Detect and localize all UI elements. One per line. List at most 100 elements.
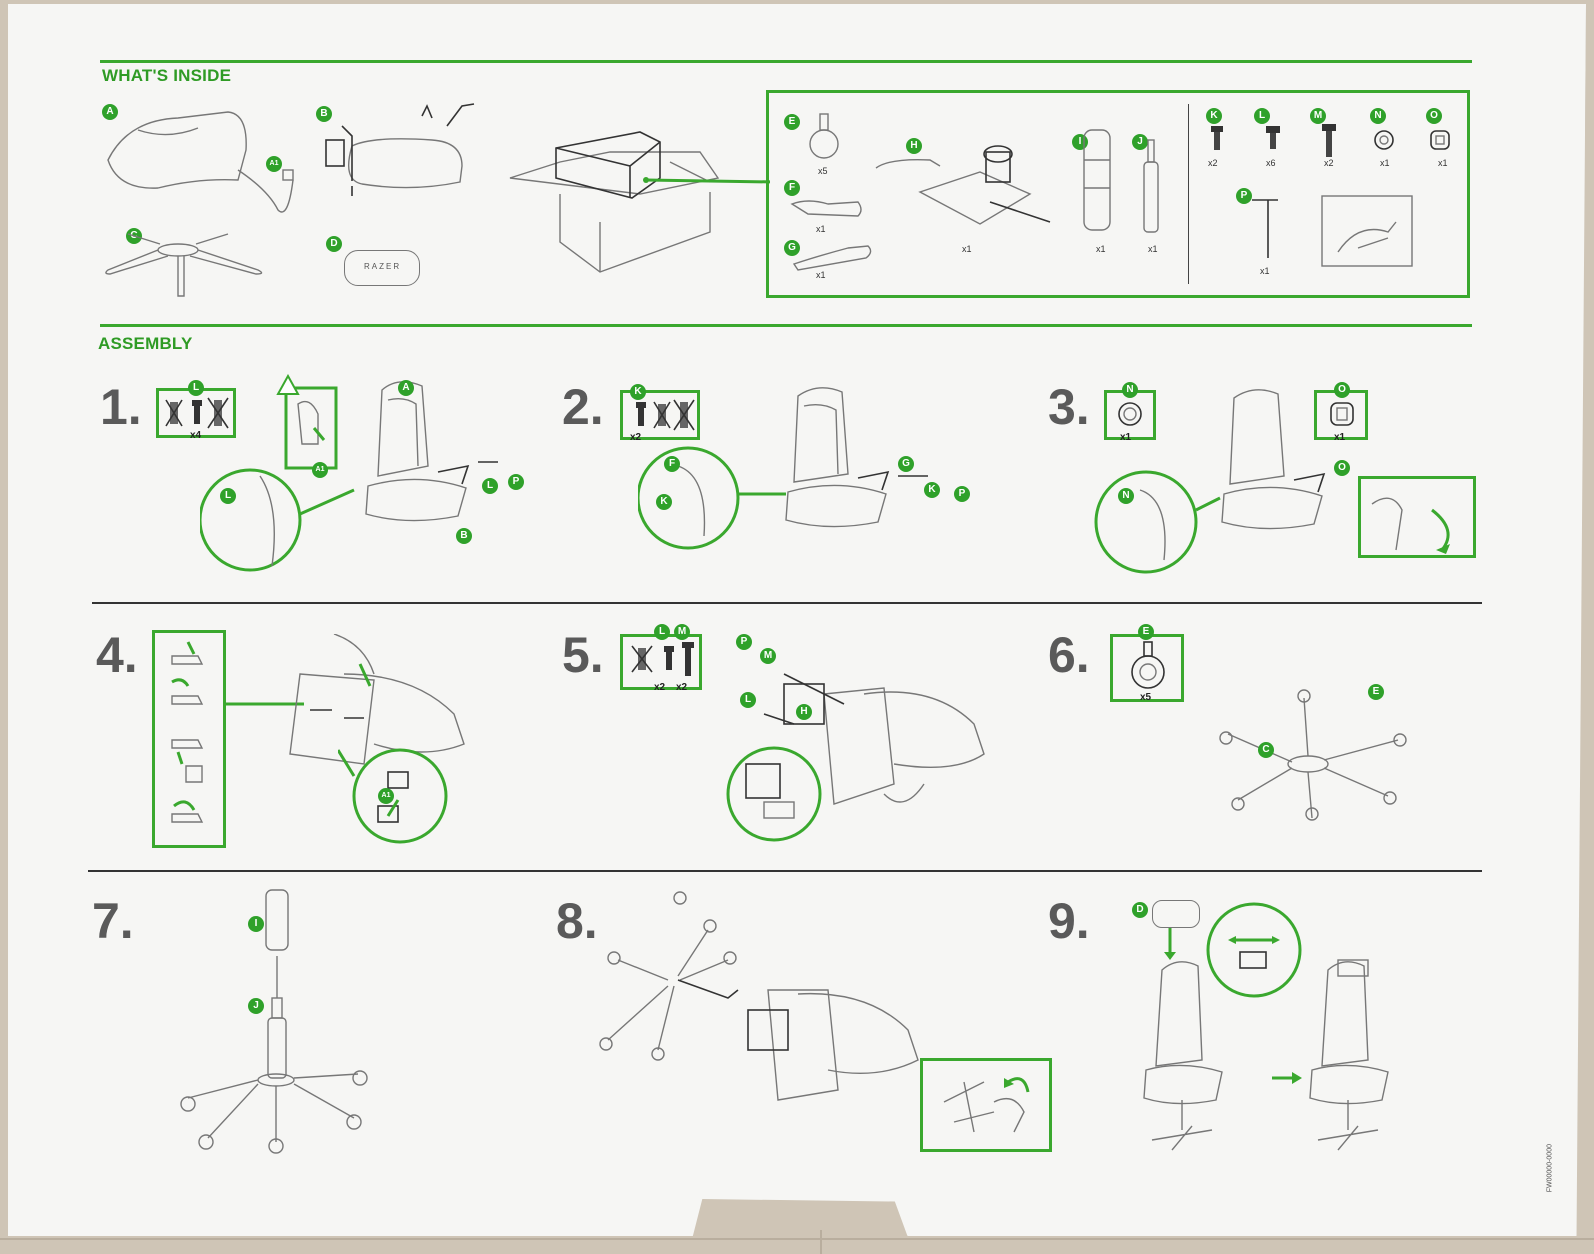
step-5-qty-m: x2 [676,682,688,693]
step-2-chair-drawing [785,387,928,528]
step-5-tag-h: H [796,704,812,720]
part-tag-g: G [784,240,800,256]
caster-drawing [809,113,839,159]
step-2-number: 2. [562,379,604,435]
step-2-parts-box [620,390,700,440]
step-8-number: 8. [556,893,598,949]
backrest-drawing [107,111,294,213]
part-tag-b: B [316,106,332,122]
part-tag-h: H [906,138,922,154]
step-8-drawing [599,891,919,1101]
row-divider-1 [92,602,1482,604]
bolster-pillow [344,250,420,286]
step-3-qty-n: x1 [1120,432,1132,443]
step-3-tag-o: O [1334,382,1350,398]
part-tag-l: L [1254,108,1270,124]
step-4-cable-box [152,630,226,848]
step-9-tag-d: D [1132,902,1148,918]
screw-l-drawing [1266,126,1280,149]
step-5-tag-m2: M [760,648,776,664]
step-1-zoom-circle [200,468,355,572]
step-1-tag-b: B [456,528,472,544]
qty-n: x1 [1380,158,1390,168]
qty-e: x5 [818,166,828,176]
step-1-tag-l: L [188,380,204,396]
step-7-number: 7. [92,893,134,949]
step-3-zoom-tag-n: N [1118,488,1134,504]
document-code: FW00000-0000 [1546,1144,1553,1193]
step-3-tag-o2: O [1334,460,1350,476]
step-1-warning-box [276,374,338,470]
step-4-zoom-tag-a1: A1 [378,788,394,804]
step-9-bolster [1152,900,1200,928]
qty-i: x1 [1096,244,1106,254]
step-1-tag-a: A [398,380,414,396]
qty-h: x1 [962,244,972,254]
step-2-tag-p: P [954,486,970,502]
small-parts-divider [1188,104,1189,284]
instruction-sheet: WHAT'S INSIDE A A1 B C D RAZER [8,4,1586,1236]
screw-m-drawing [1322,124,1336,157]
part-tag-a1: A1 [266,156,282,172]
step-1-screws [165,397,229,429]
floor-tile-line [0,1238,1594,1240]
step-2-tag-k3: K [924,482,940,498]
allen-key-drawing [1252,199,1278,258]
qty-p: x1 [1260,266,1270,276]
step-6-tag-e: E [1138,624,1154,640]
assembly-heading: ASSEMBLY [98,334,193,353]
step-6-tag-e2: E [1368,684,1384,700]
step-7-drawing [180,889,368,1154]
step-3-recline-drawing [1371,497,1450,554]
qty-k: x2 [1208,158,1218,168]
part-tag-o: O [1426,108,1442,124]
qty-o: x1 [1438,158,1448,168]
step-6-caster [1131,641,1165,689]
step-5-qty-l: x2 [654,682,666,693]
step-1-number: 1. [100,379,142,435]
base-drawing [105,233,263,297]
step-6-qty: x5 [1140,692,1152,703]
step-5-number: 5. [562,627,604,683]
step-3-washer-n [1118,402,1142,426]
floor-tile-line [820,1230,822,1254]
step-6-tag-c: C [1258,742,1274,758]
part-tag-d: D [326,236,342,252]
step-9-number: 9. [1048,893,1090,949]
step-3-recline-box [1358,476,1476,558]
part-tag-e: E [784,114,800,130]
step-1-zoom-tag-l: L [220,488,236,504]
step-4-cable-steps [171,641,204,823]
whats-inside-rule [100,60,1472,63]
part-tag-p: P [1236,188,1252,204]
cover-g-drawing [792,245,872,271]
step-5-tag-p: P [736,634,752,650]
step-1-zoom-tag-a1: A1 [312,462,328,478]
mechanism-drawing [875,145,1051,225]
step-5-tag-l: L [654,624,670,640]
step-2-qty: x2 [630,432,642,443]
washer-o-drawing [1430,130,1450,150]
step-5-tag-l2: L [740,692,756,708]
step-2-screws [636,399,695,431]
step-5-screws [631,642,694,676]
step-1-tag-p: P [508,474,524,490]
gas-lift-drawing [1143,139,1159,233]
step-2-tag-g: G [898,456,914,472]
step-1-chair-drawing [365,381,498,522]
step-2-tag-k2: K [656,494,672,510]
step-8-flip-box [920,1058,1052,1152]
qty-m: x2 [1324,158,1334,168]
bolster-logo-text: RAZER [364,262,402,271]
qty-j: x1 [1148,244,1158,254]
step-2-zoom-circle [638,446,786,550]
step-4-zoom-circle [338,748,448,844]
step-3-qty-o: x1 [1334,432,1346,443]
peel-film-drawing [1321,195,1413,267]
part-tag-k: K [1206,108,1222,124]
gas-cover-drawing [1083,129,1111,231]
step-2-tag-k: K [630,384,646,400]
step-7-tag-i: I [248,916,264,932]
step-5-zoom-circle [726,746,822,842]
part-tag-a: A [102,104,118,120]
